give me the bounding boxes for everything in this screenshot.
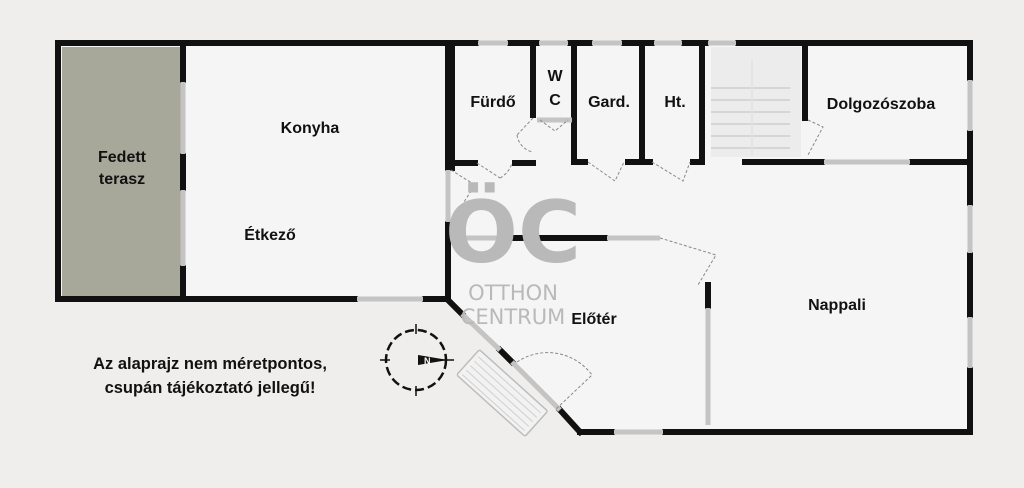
compass-icon: N [380, 324, 454, 396]
room-label-wc-2: C [549, 92, 561, 109]
room-label-nappali: Nappali [808, 297, 866, 314]
room-label-wc: W [547, 68, 563, 85]
otthon-centrum-watermark: ÖC OTTHON CENTRUM [445, 182, 581, 329]
door-swings [450, 117, 824, 411]
disclaimer-line-2: csupán tájékoztató jellegű! [104, 379, 316, 397]
room-label-etkezo: Étkező [244, 225, 296, 244]
svg-text:OTTHON: OTTHON [468, 281, 558, 305]
room-labels: Fedett terasz Konyha Étkező Fürdő W C Ga… [98, 68, 935, 328]
room-label-dolgozoszoba: Dolgozószoba [827, 96, 936, 113]
entrance-step [456, 349, 548, 437]
svg-text:ÖC: ÖC [445, 182, 581, 283]
disclaimer-line-1: Az alaprajz nem méretpontos, [93, 355, 327, 373]
room-label-fedett-terasz: Fedett [98, 149, 147, 166]
room-label-gard: Gard. [588, 94, 630, 111]
room-label-eloter: Előtér [571, 311, 616, 328]
disclaimer-note: Az alaprajz nem méretpontos, csupán tájé… [60, 352, 360, 400]
svg-text:N: N [424, 356, 431, 366]
windows [180, 40, 973, 435]
room-label-konyha: Konyha [281, 120, 340, 137]
terrace-floor [62, 47, 181, 296]
staircase [711, 47, 801, 157]
walls [55, 40, 973, 437]
room-label-furdo: Fürdő [470, 94, 516, 111]
floor-areas [58, 43, 970, 437]
svg-text:CENTRUM: CENTRUM [461, 305, 566, 329]
room-label-ht: Ht. [664, 94, 685, 111]
room-label-fedett-terasz-2: terasz [99, 171, 145, 188]
